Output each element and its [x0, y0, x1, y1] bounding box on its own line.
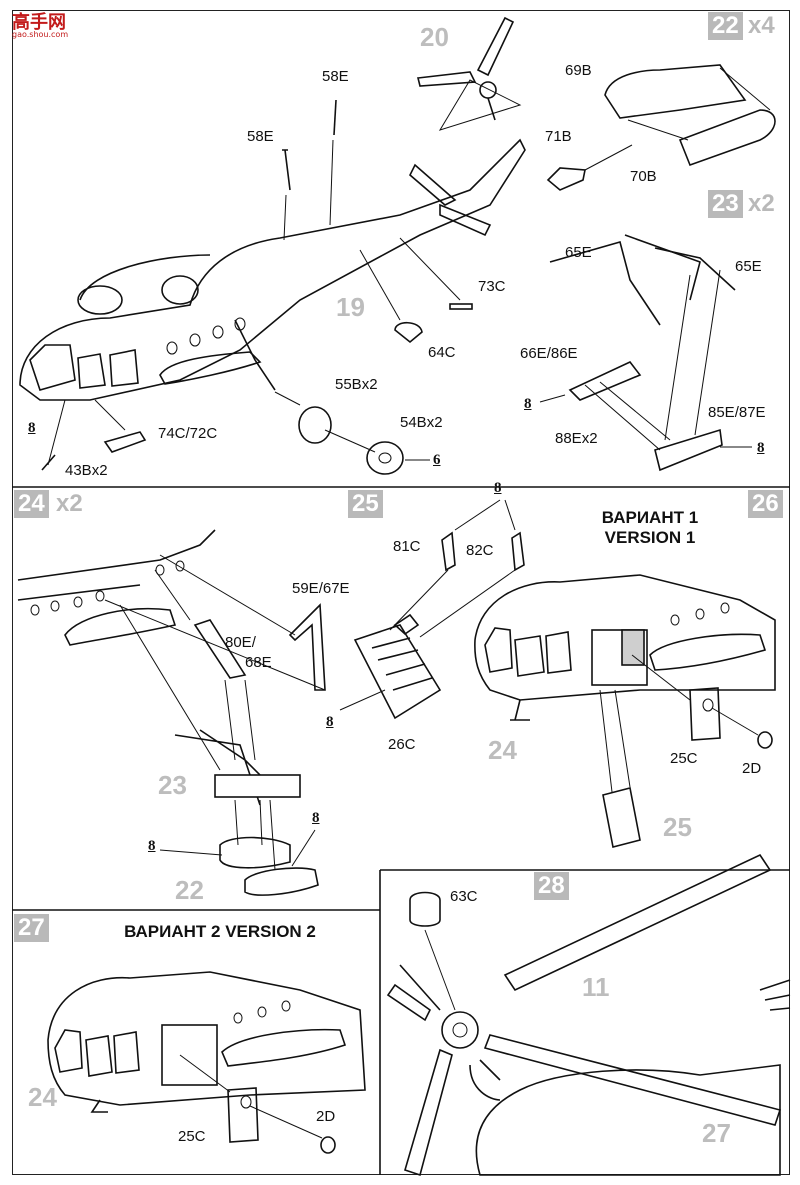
- part-73C-label: 73C: [478, 278, 506, 295]
- part-71B-label: 71B: [545, 128, 572, 145]
- part-69B-label: 69B: [565, 62, 592, 79]
- part-70B-label: 70B: [630, 168, 657, 185]
- ref-8-23a: 8: [524, 396, 532, 412]
- part-63C-label: 63C: [450, 888, 478, 905]
- step-28-badge: 28: [534, 872, 569, 900]
- step-23-badge: 23: [708, 190, 743, 218]
- part-74C-label: 74C/72C: [158, 425, 218, 442]
- variant-1-title-en: VERSION 1: [604, 528, 696, 547]
- variant-1-title-ru: ВАРИАНТ 1: [601, 508, 699, 527]
- watermark-logo: 高手网 gao.shou.com: [4, 4, 70, 40]
- part-26C-label: 26C: [388, 736, 416, 753]
- ghost-number-11: 11: [582, 972, 610, 1002]
- ref-8-25-left: 8: [326, 714, 334, 730]
- part-65E-label-b: 65E: [735, 258, 762, 275]
- step-25-badge: 25: [348, 490, 383, 518]
- ghost-number-25-v1: 25: [663, 812, 692, 842]
- part-65E-label-a: 65E: [565, 244, 592, 261]
- ghost-number-24-v2: 24: [28, 1082, 57, 1112]
- part-80E-label: 80E/: [225, 634, 256, 651]
- panel-main-frame: [12, 10, 790, 1175]
- part-85E-label: 85E/87E: [708, 404, 766, 421]
- ref-8-top: 8: [28, 420, 36, 436]
- watermark-text: 高手网: [12, 12, 66, 33]
- ghost-number-20: 20: [420, 22, 449, 52]
- part-58E-label-a: 58E: [247, 128, 274, 145]
- variant-2-title: ВАРИАНТ 2 VERSION 2: [124, 922, 316, 941]
- step-26-badge: 26: [748, 490, 783, 518]
- ghost-number-19: 19: [336, 292, 365, 322]
- ghost-number-23: 23: [158, 770, 187, 800]
- ref-8-25-top: 8: [494, 480, 502, 496]
- part-66E-label: 66E/86E: [520, 345, 578, 362]
- step-23-multiplier: x2: [748, 190, 775, 217]
- part-64C-label: 64C: [428, 344, 456, 361]
- ghost-number-22: 22: [175, 875, 204, 905]
- part-81C-label: 81C: [393, 538, 421, 555]
- ghost-number-27: 27: [702, 1118, 731, 1148]
- part-2D-label-v2: 2D: [316, 1108, 336, 1125]
- ref-8-24a: 8: [148, 838, 156, 854]
- part-59E-label: 59E/67E: [292, 580, 350, 597]
- step-24-badge: 24: [14, 490, 49, 518]
- step-24-multiplier: x2: [56, 490, 83, 517]
- middle-panels-drawing: [17, 499, 776, 896]
- part-55B-label: 55Bx2: [335, 376, 378, 393]
- watermark-subtext: gao.shou.com: [12, 30, 69, 39]
- part-43B-label: 43Bx2: [65, 462, 108, 479]
- part-68E-label: 68E: [245, 654, 272, 671]
- part-2D-label-v1: 2D: [742, 760, 762, 777]
- ghost-number-24-v1: 24: [488, 735, 517, 765]
- step-22-badge: 22: [708, 12, 743, 40]
- part-25C-label-v2: 25C: [178, 1128, 206, 1145]
- part-25C-label-v1: 25C: [670, 750, 698, 767]
- part-88E-label: 88Ex2: [555, 430, 598, 447]
- step-27-badge: 27: [14, 914, 49, 942]
- ref-8-23b: 8: [757, 440, 765, 456]
- part-58E-label-b: 58E: [322, 68, 349, 85]
- helicopter-top-drawing: [19, 16, 776, 475]
- ref-8-24b: 8: [312, 810, 320, 826]
- step-22-multiplier: x4: [748, 12, 775, 39]
- part-54B-label: 54Bx2: [400, 414, 443, 431]
- ref-6: 6: [433, 452, 441, 468]
- part-82C-label: 82C: [466, 542, 494, 559]
